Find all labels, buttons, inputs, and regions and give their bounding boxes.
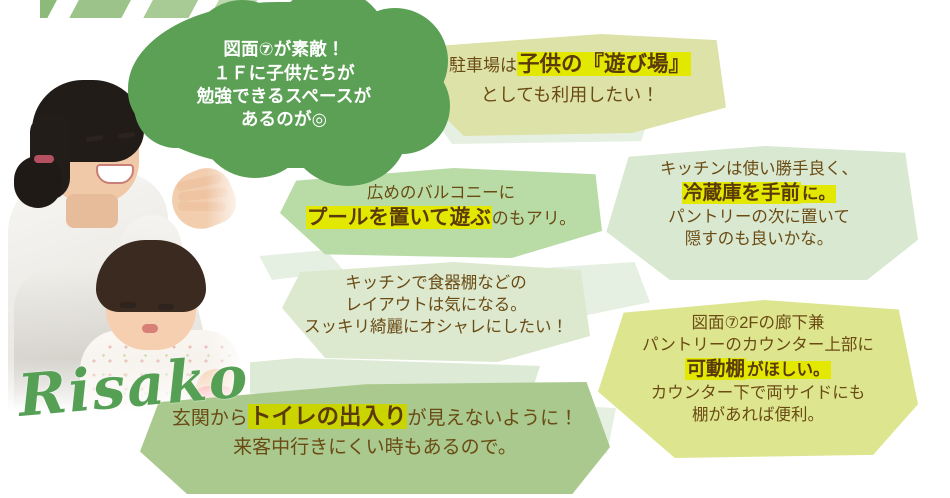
comment-text-highlight: 子供の『遊び場』 [516,52,691,76]
comment-line: カウンター下で両サイドにも [650,384,866,403]
comment-bubble-kitchen-layout: キッチンで食器棚などの レイアウトは気になる。 スッキリ綺麗にオシャレにしたい！ [282,262,590,362]
comment-line: 図面⑦2Fの廊下兼 [691,314,825,332]
comment-line: 駐車場は子供の『遊び場』 [428,50,712,79]
comment-text: 駐車場は子供の『遊び場』 としても利用したい！ [428,50,712,107]
comment-text: 図面⑦2Fの廊下兼 パントリーのカウンター上部に 可動棚がほしい。 カウンター下… [610,312,906,427]
mother-neck [66,194,118,228]
hair-tie [34,155,54,163]
comment-line: キッチンは使い勝手良く、 [660,160,858,178]
comment-text-plain: のもアリ。 [491,209,577,229]
comment-text-plain: 駐車場は [448,56,517,75]
comment-text-highlight-tail: に。 [801,185,836,204]
child-eye [158,304,174,310]
child-bangs [104,274,196,294]
comment-line: キッチンで食器棚などの [345,274,527,292]
comment-line: １Ｆに子供たちが [213,62,355,83]
comment-text-highlight: トイレの出入り [247,404,408,429]
comment-line: スッキリ綺麗にオシャレにしたい！ [304,318,568,337]
comment-line: 冷蔵庫を手前に。 [614,180,904,206]
comment-text-highlight: 可動棚 [685,358,746,381]
comment-bubble-movable-shelf: 図面⑦2Fの廊下兼 パントリーのカウンター上部に 可動棚がほしい。 カウンター下… [598,300,918,458]
comment-text-plain: 玄関から [171,408,248,429]
comment-line: 玄関からトイレの出入りが見えないように！ [150,402,600,432]
comment-text-plain: が見えないように！ [407,408,579,429]
child-eye [120,302,136,308]
comment-line: プールを置いて遊ぶのもアリ。 [292,204,590,231]
comment-line: 可動棚がほしい。 [610,356,906,382]
comment-line: パントリーのカウンター上部に [642,336,874,355]
comment-text: 図面⑦が素敵！ １Ｆに子供たちが 勉強できるスペースが あるのが◎ [197,38,372,132]
child-mouth [142,324,158,333]
comment-bubble-study-space: 図面⑦が素敵！ １Ｆに子供たちが 勉強できるスペースが あるのが◎ [128,0,450,186]
comment-text-highlight-tail: がほしい。 [746,361,831,380]
comment-text: 広めのバルコニーに プールを置いて遊ぶのもアリ。 [292,182,590,232]
comment-text-highlight: プールを置いて遊ぶ [305,206,492,230]
comment-line: 図面⑦が素敵！ [223,39,345,60]
family-photo [0,18,250,418]
comment-line: 勉強できるスペースが [196,86,372,106]
comment-line: 広めのバルコニーに [366,184,516,202]
mother-hair-bun [14,156,62,208]
comment-text: 玄関からトイレの出入りが見えないように！ 来客中行きにくい時もあるので。 [150,402,600,461]
comment-line: 棚があれば便利。 [692,406,824,425]
comment-text: キッチンで食器棚などの レイアウトは気になる。 スッキリ綺麗にオシャレにしたい！ [292,272,580,338]
comment-line: パントリーの次に置いて [668,208,850,227]
comment-line: あるのが◎ [240,109,328,130]
comment-bubble-kitchen-fridge: キッチンは使い勝手良く、 冷蔵庫を手前に。 パントリーの次に置いて 隠すのも良い… [606,146,918,280]
comment-line: 隠すのも良いかな。 [684,230,834,249]
comment-bubble-parking: 駐車場は子供の『遊び場』 としても利用したい！ [414,34,726,136]
comment-line: レイアウトは気になる。 [345,296,527,315]
comment-bubble-toilet-entrance: 玄関からトイレの出入りが見えないように！ 来客中行きにくい時もあるので。 [140,382,610,494]
comment-line: 来客中行きにくい時もあるので。 [233,437,517,459]
comment-text: キッチンは使い勝手良く、 冷蔵庫を手前に。 パントリーの次に置いて 隠すのも良い… [614,158,904,250]
comment-text-highlight: 冷蔵庫を手前 [681,182,801,205]
mother-mouth [96,164,134,184]
comment-line: としても利用したい！ [480,84,660,105]
